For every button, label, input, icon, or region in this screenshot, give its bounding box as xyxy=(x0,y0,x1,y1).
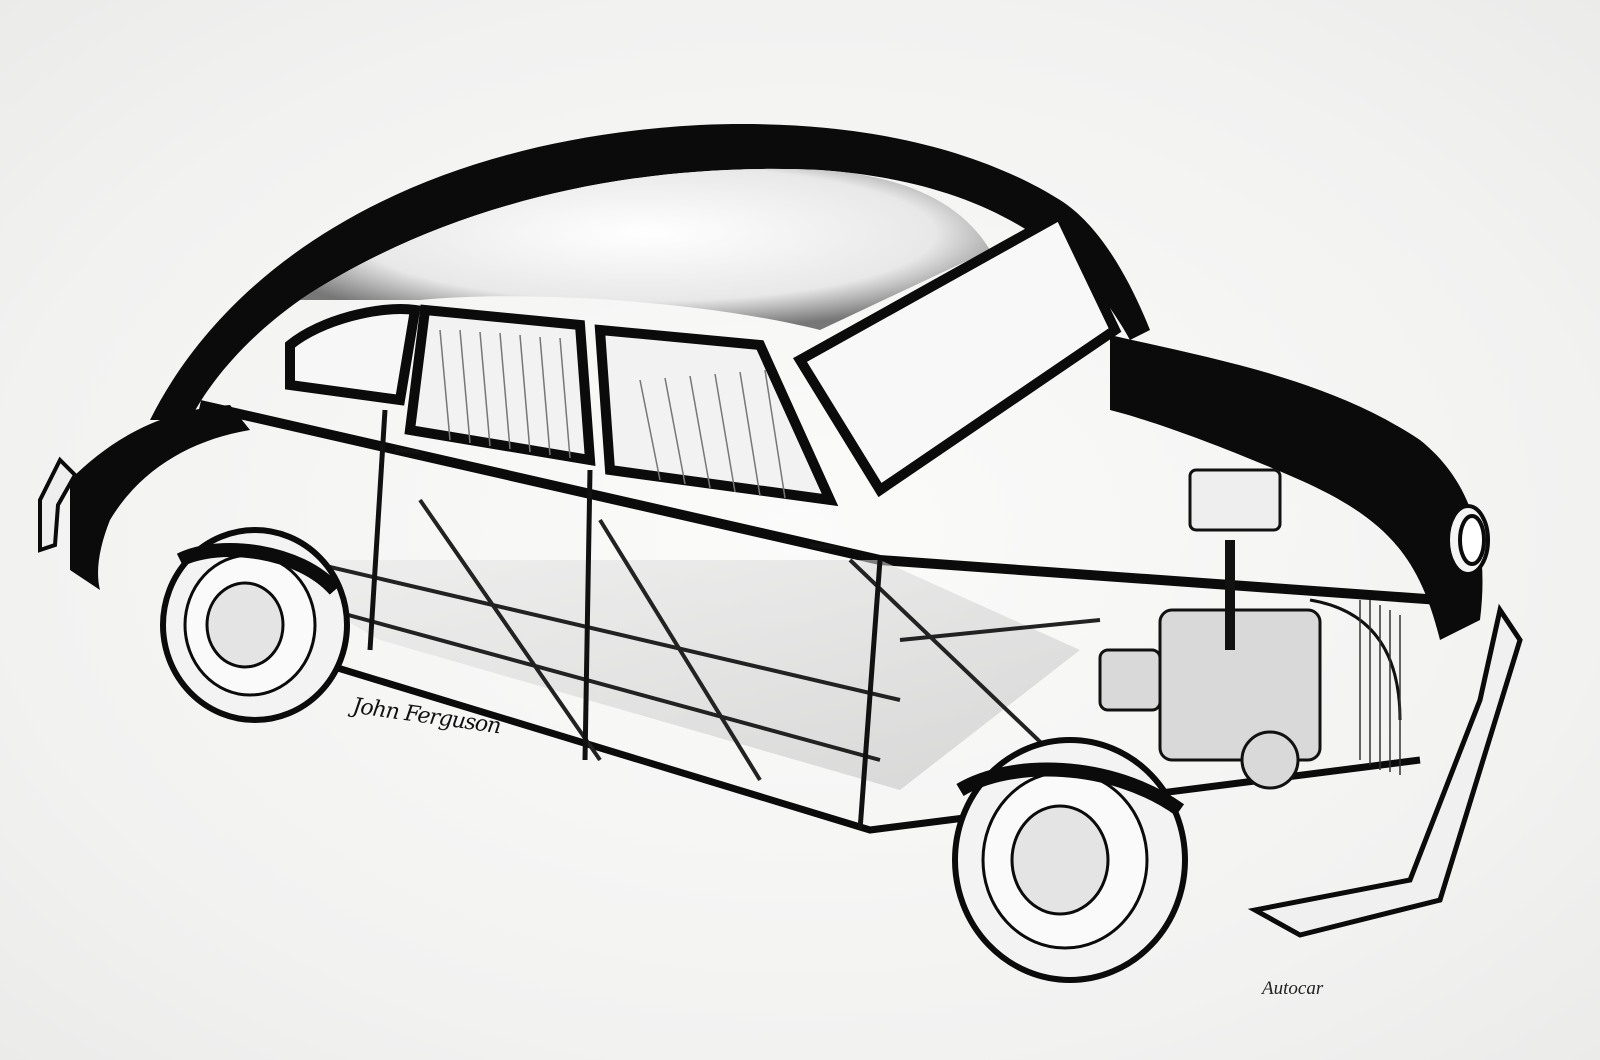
rear-quarter-window xyxy=(285,304,421,406)
front-door-window xyxy=(594,324,839,507)
windscreen xyxy=(793,208,1122,498)
rear-wheel xyxy=(160,527,350,723)
headlamp xyxy=(1446,504,1490,576)
door-handles xyxy=(394,448,841,550)
publication-credit: Autocar xyxy=(1262,978,1324,999)
rear-bumper xyxy=(38,456,78,553)
rear-door-window xyxy=(404,304,596,466)
seat-upholstery xyxy=(439,329,786,499)
radiator-grille xyxy=(1359,600,1401,775)
rear-wing xyxy=(70,405,250,590)
roof-interior xyxy=(300,168,990,330)
door-pillars xyxy=(367,409,883,831)
front-wheel xyxy=(952,737,1188,983)
roof-shell xyxy=(150,124,1150,421)
chassis-frame xyxy=(299,498,1101,782)
floor-pan xyxy=(240,560,1080,790)
front-wing xyxy=(1110,335,1483,640)
front-bumper xyxy=(1247,603,1523,938)
engine xyxy=(1098,468,1402,790)
sill-line xyxy=(178,616,1421,834)
